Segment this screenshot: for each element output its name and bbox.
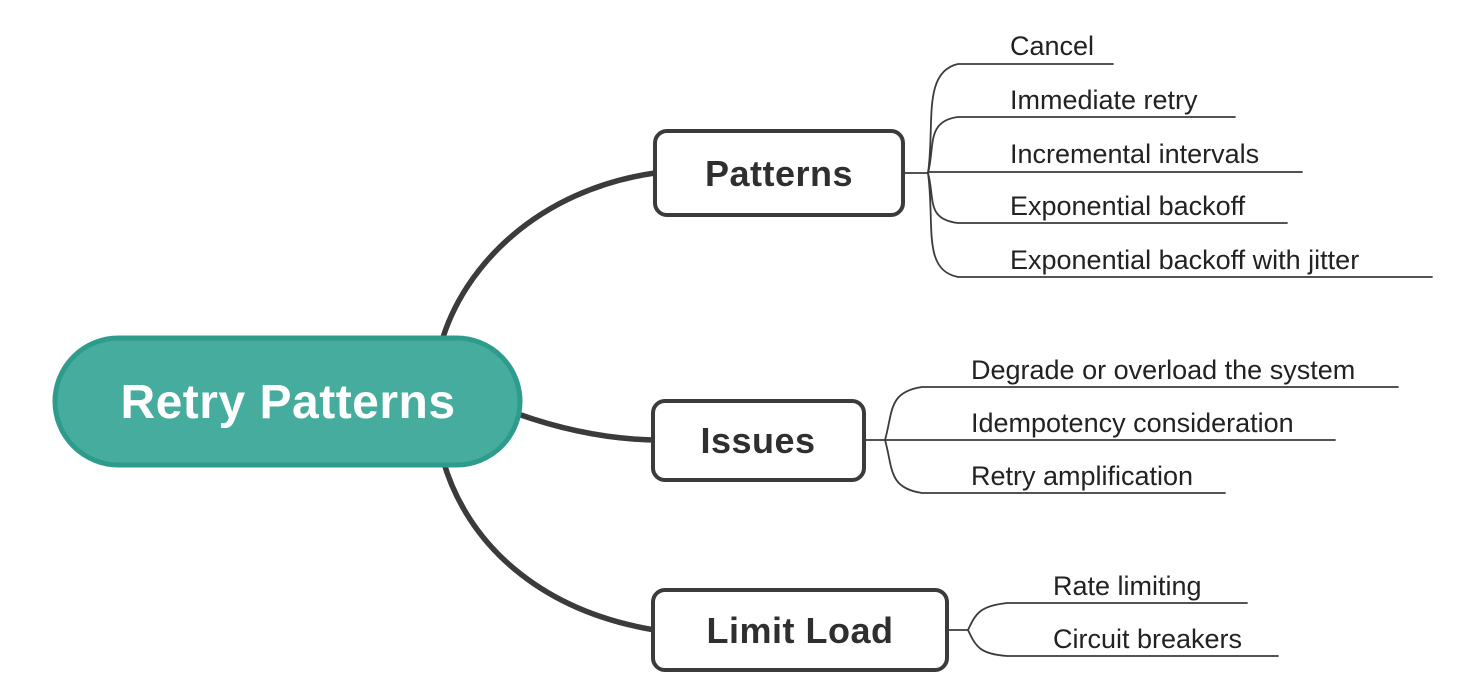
leaf-line-cancel <box>927 63 1114 174</box>
root-node-label: Retry Patterns <box>120 376 455 429</box>
leaf-line-rate-limiting <box>967 602 1248 631</box>
root-node[interactable]: Retry Patterns <box>52 335 523 468</box>
branch-node-limit-load[interactable]: Limit Load <box>651 588 949 672</box>
branch-node-patterns-box[interactable] <box>653 129 905 217</box>
branch-node-limit-load-label: Limit Load <box>707 610 894 651</box>
leaf-cancel[interactable]: Cancel <box>1010 31 1094 61</box>
branch-node-issues-label: Issues <box>700 420 815 461</box>
leaf-exponential-backoff[interactable]: Exponential backoff <box>1010 191 1246 221</box>
leaf-exponential-backoff-jitter[interactable]: Exponential backoff with jitter <box>1010 245 1359 275</box>
leaf-circuit-breakers[interactable]: Circuit breakers <box>1053 624 1242 654</box>
branch-curve-issues <box>515 411 656 443</box>
leaf-line-exponential-backoff-jitter <box>927 172 1433 278</box>
leaf-line-degrade-overload <box>884 386 1399 441</box>
leaf-immediate-retry[interactable]: Immediate retry <box>1010 85 1198 115</box>
leaf-rate-limiting[interactable]: Rate limiting <box>1053 571 1202 601</box>
branch-node-limit-load-box[interactable] <box>651 588 949 672</box>
branch-node-patterns-label: Patterns <box>705 153 853 194</box>
branch-node-issues[interactable]: Issues <box>651 399 866 482</box>
branch-node-issues-box[interactable] <box>651 399 866 482</box>
leaf-retry-amplification[interactable]: Retry amplification <box>971 461 1193 491</box>
root-node-pill[interactable] <box>52 335 523 468</box>
leaf-incremental-intervals[interactable]: Incremental intervals <box>1010 139 1259 169</box>
leaf-degrade-overload[interactable]: Degrade or overload the system <box>971 355 1355 385</box>
leaf-idempotency[interactable]: Idempotency consideration <box>971 408 1294 438</box>
branch-node-patterns[interactable]: Patterns <box>653 129 905 217</box>
leaf-line-retry-amplification <box>884 439 1226 494</box>
leaf-line-circuit-breakers <box>967 629 1279 657</box>
branch-curve-limit-load <box>440 457 658 633</box>
leaf-line-immediate-retry <box>927 116 1236 174</box>
branch-curve-patterns <box>438 170 658 347</box>
